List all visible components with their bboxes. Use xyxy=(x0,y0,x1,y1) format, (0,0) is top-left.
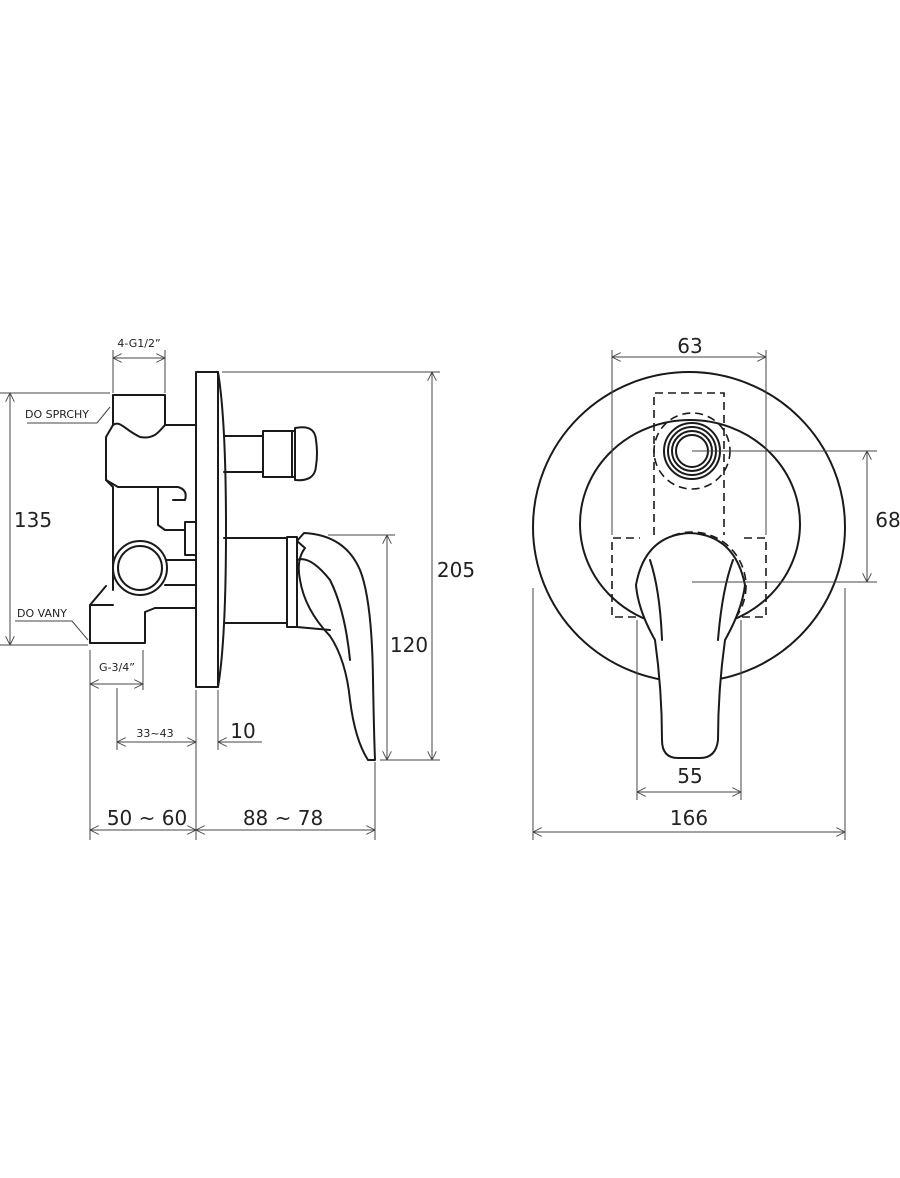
lever-handle-side xyxy=(223,532,376,761)
bath-outlet-circle xyxy=(112,540,168,596)
dim-10: 10 xyxy=(230,719,255,743)
front-view: 63 68 55 166 xyxy=(532,334,900,840)
dimension-lines-side xyxy=(0,350,440,840)
dimension-lines-front xyxy=(532,350,877,840)
dim-135: 135 xyxy=(14,508,52,532)
hidden-diverter-box xyxy=(653,392,725,535)
dim-63: 63 xyxy=(677,334,702,358)
dim-33-43: 33~43 xyxy=(136,727,173,740)
dim-55: 55 xyxy=(677,764,702,788)
dim-50-60: 50 ~ 60 xyxy=(107,806,187,830)
side-view: 4-G1/2” DO SPRCHY DO VANY G-3/4” 135 205… xyxy=(0,337,475,840)
valve-body xyxy=(89,394,197,644)
dim-120: 120 xyxy=(390,633,428,657)
hidden-cartridge-box xyxy=(611,537,767,618)
dim-88-78: 88 ~ 78 xyxy=(243,806,323,830)
dim-205: 205 xyxy=(437,558,475,582)
thread-top-label: 4-G1/2” xyxy=(117,337,160,350)
dim-68: 68 xyxy=(875,508,900,532)
lever-handle-front xyxy=(635,532,746,759)
thread-bottom-label: G-3/4” xyxy=(99,661,135,674)
diverter-knob xyxy=(223,426,318,482)
bath-outlet-label: DO VANY xyxy=(17,607,67,620)
dim-166: 166 xyxy=(670,806,708,830)
cover-plate xyxy=(195,371,227,688)
shower-outlet-label: DO SPRCHY xyxy=(25,408,89,421)
